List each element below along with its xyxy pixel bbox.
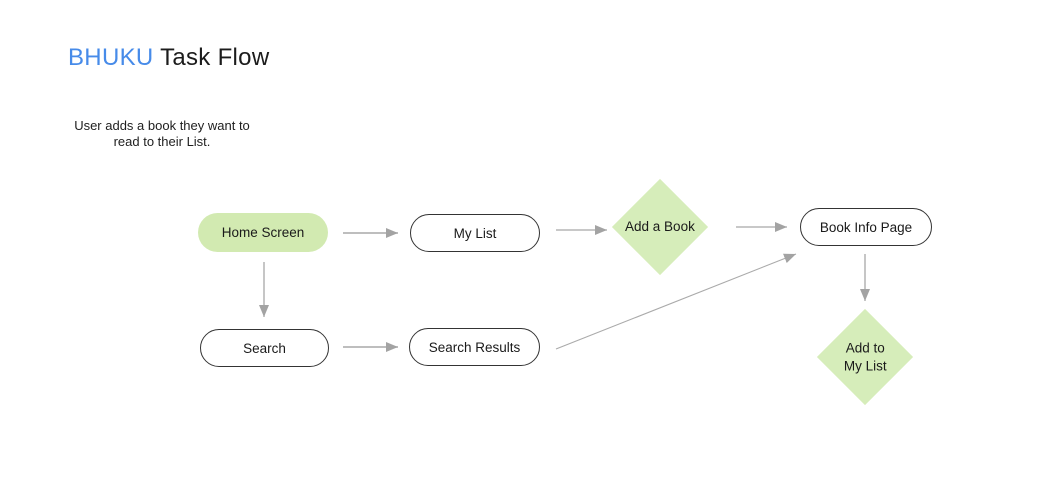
node-search: Search [200, 329, 329, 367]
node-home-screen-label: Home Screen [221, 225, 305, 240]
node-search-results-label: Search Results [428, 339, 521, 355]
node-add-a-book-label: Add a Book [625, 219, 695, 234]
node-add-to-my-list-line2: My List [843, 357, 887, 373]
node-add-to-my-list-label: Add to My List [844, 339, 887, 375]
flow-description: User adds a book they want to read to th… [58, 118, 266, 150]
node-my-list-label: My List [453, 225, 497, 241]
page-title: BHUKU Task Flow [68, 44, 269, 72]
node-add-to-my-list: Add to My List [816, 308, 914, 406]
flow-description-line2: read to their List. [113, 134, 211, 149]
node-home-screen: Home Screen [198, 213, 328, 252]
node-book-info-page: Book Info Page [800, 208, 932, 246]
node-add-to-my-list-line1: Add to [845, 339, 885, 355]
brand-name: BHUKU [68, 44, 154, 71]
node-book-info-page-label: Book Info Page [819, 219, 913, 235]
node-search-label: Search [243, 340, 286, 356]
page-title-suffix: Task Flow [160, 44, 270, 71]
flow-description-line1: User adds a book they want to [74, 118, 250, 133]
node-add-a-book: Add a Book [611, 178, 709, 276]
node-my-list: My List [410, 214, 540, 252]
arrow-results-to-bookinfo [555, 253, 797, 350]
node-search-results: Search Results [409, 328, 540, 366]
